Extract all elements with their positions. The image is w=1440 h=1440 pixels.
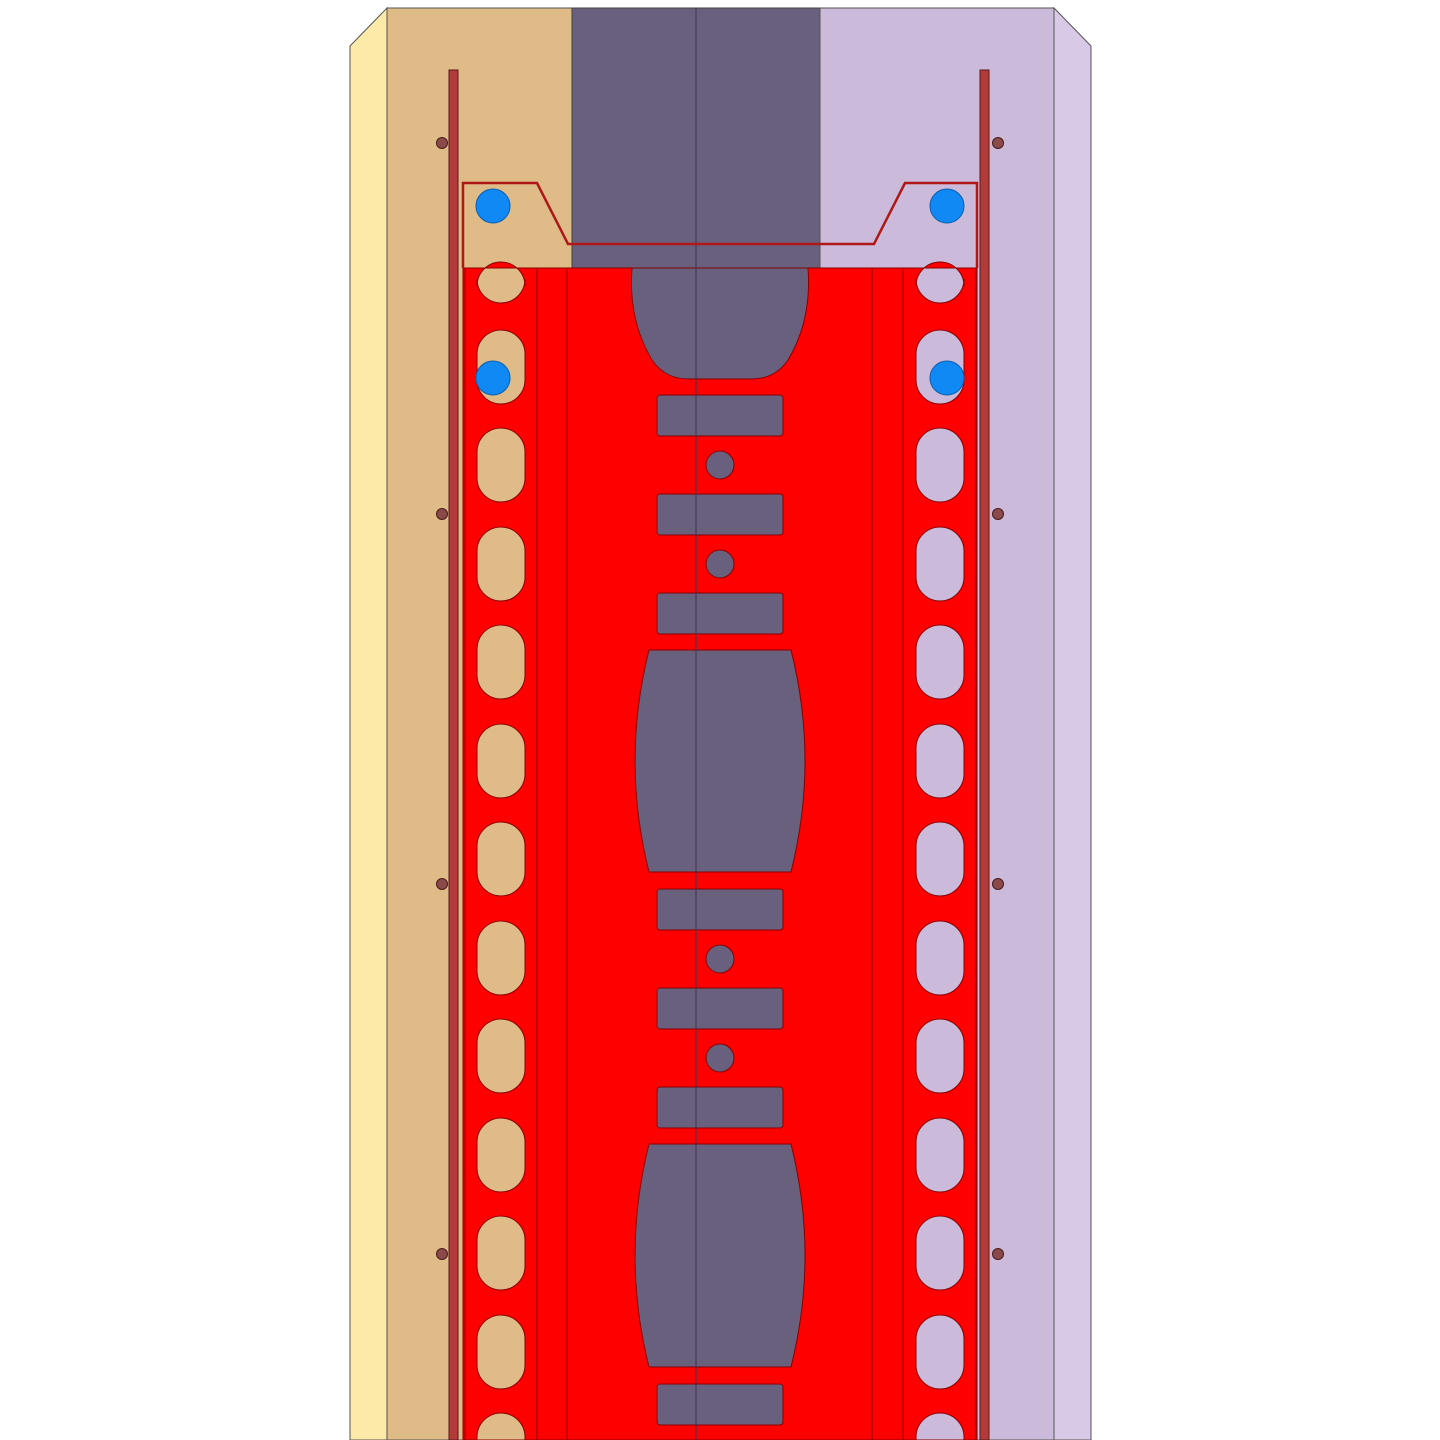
alignment-pin-1 [475, 188, 511, 224]
bolt-3 [436, 508, 448, 520]
alignment-pin-3 [475, 360, 511, 396]
bolt-4 [992, 508, 1004, 520]
left-chamfer-strip [349, 6, 388, 1440]
alignment-pin-4 [929, 360, 965, 396]
bolt-6 [992, 878, 1004, 890]
bolt-2 [992, 137, 1004, 149]
bolt-5 [436, 878, 448, 890]
rail-groove-lines [464, 268, 977, 1440]
mounting-bolts [436, 137, 1004, 1260]
right-chamfer-strip [1053, 6, 1092, 1440]
left-vertical-rod [448, 69, 459, 1440]
bolt-1 [436, 137, 448, 149]
bolt-8 [992, 1248, 1004, 1260]
top-bracket [461, 181, 979, 268]
bolt-7 [436, 1248, 448, 1260]
alignment-pin-2 [929, 188, 965, 224]
alignment-pins [475, 188, 965, 396]
right-vertical-rod [979, 69, 990, 1440]
